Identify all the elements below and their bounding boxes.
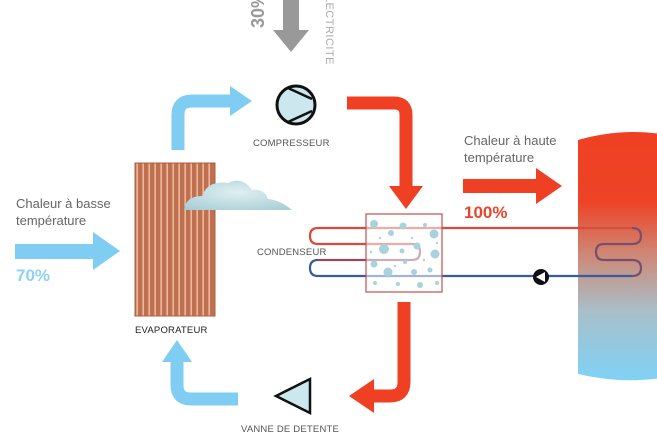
high-heat-label-line2: température bbox=[464, 150, 535, 165]
hot-flow-arrow-top bbox=[347, 96, 423, 209]
high-heat-label-line1: Chaleur à haute bbox=[464, 133, 557, 148]
expansion-valve-label: VANNE DE DETENTE bbox=[241, 424, 340, 435]
cold-flow-arrow-bottom bbox=[162, 340, 238, 406]
compressor-icon bbox=[275, 84, 317, 126]
cold-flow-arrow-top bbox=[171, 86, 252, 150]
evaporator-icon bbox=[134, 162, 216, 317]
compressor-label: COMPRESSEUR bbox=[253, 138, 330, 149]
electricity-percentage: 30% bbox=[248, 0, 268, 28]
low-heat-label-line1: Chaleur à basse bbox=[16, 196, 111, 211]
high-heat-percentage: 100% bbox=[464, 203, 508, 222]
cloud-icon bbox=[184, 180, 292, 210]
condenser-label: CONDENSEUR bbox=[257, 247, 327, 258]
electricity-label: ELECTRICITE bbox=[323, 0, 335, 66]
expansion-valve-icon bbox=[273, 376, 312, 416]
heat-input-arrow bbox=[15, 232, 120, 270]
low-heat-percentage: 70% bbox=[16, 266, 51, 285]
circulation-pump-icon bbox=[533, 269, 549, 285]
evaporator-label: EVAPORATEUR bbox=[135, 325, 208, 336]
heat-output-arrow bbox=[463, 168, 562, 204]
low-heat-label-line2: température bbox=[16, 213, 87, 228]
hot-flow-arrow-bottom bbox=[349, 302, 411, 413]
hot-water-tank bbox=[578, 132, 657, 381]
electricity-arrow bbox=[273, 0, 309, 52]
condenser-icon bbox=[365, 213, 443, 293]
